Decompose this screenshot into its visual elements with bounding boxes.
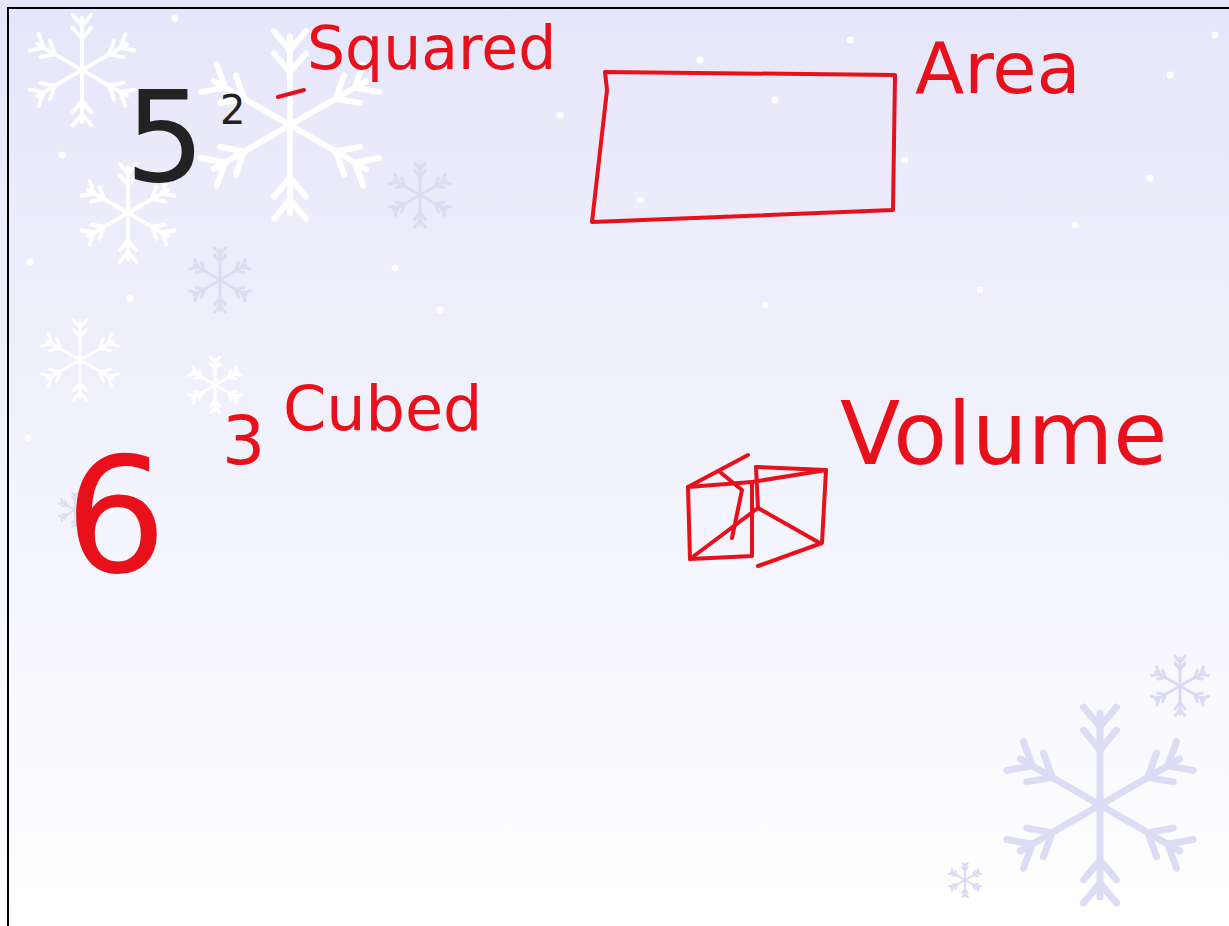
term-label: Area [915, 32, 1081, 104]
term-label: Volume [840, 390, 1167, 478]
snow-dot [27, 259, 34, 266]
snowflakes [25, 15, 1219, 903]
exponent: 2 [220, 90, 245, 130]
snowflake [390, 163, 451, 227]
snowflake [1007, 707, 1193, 903]
snow-dot [772, 97, 779, 104]
snow-dot [637, 197, 644, 204]
term-label: Squared [307, 18, 556, 78]
area-rectangle [592, 72, 895, 222]
dash-stroke [278, 90, 304, 97]
snow-dot [127, 295, 134, 302]
snow-dot [59, 152, 66, 159]
snow-dot [762, 302, 769, 309]
snow-dot [902, 157, 909, 164]
snow-dot [437, 307, 444, 314]
term-label: Cubed [283, 378, 482, 440]
volume-cube [688, 455, 826, 566]
snowflake [29, 15, 134, 126]
snow-dot [1167, 72, 1174, 79]
snow-dot [1072, 222, 1079, 229]
snow-dot [392, 265, 399, 272]
snow-dot [1212, 32, 1219, 39]
snowflake [190, 248, 251, 312]
snow-dot [172, 15, 179, 22]
snow-dot [25, 435, 32, 442]
base-number: 6 [65, 437, 167, 597]
snow-dot [557, 112, 564, 119]
snow-dot [977, 287, 984, 294]
slide-frame [8, 8, 1229, 926]
base-number: 5 [125, 75, 205, 201]
exponent: 3 [222, 407, 265, 475]
snowflake [1152, 656, 1209, 716]
snowflake [189, 357, 242, 412]
snowflake [42, 320, 119, 401]
snow-dot [697, 57, 704, 64]
snow-dot [847, 37, 854, 44]
snow-dot [1147, 175, 1154, 182]
snowflake [949, 863, 981, 897]
